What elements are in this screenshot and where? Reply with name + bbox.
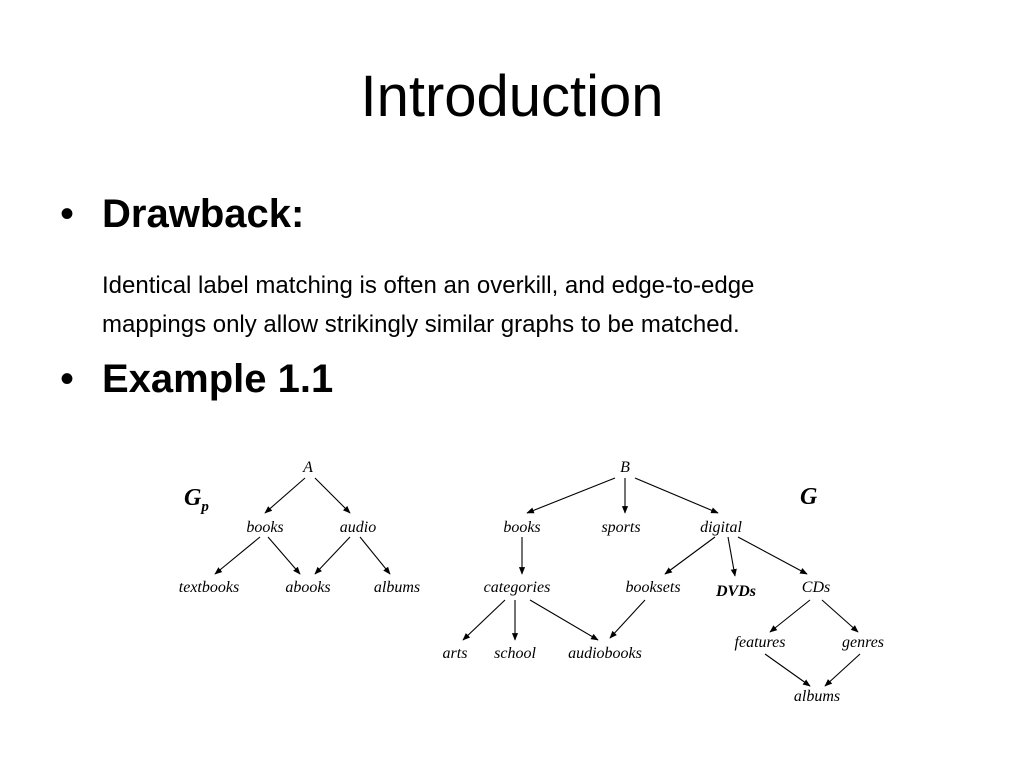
- edge-genres-albums: [824, 653, 861, 687]
- bullet-drawback: • Drawback:: [60, 190, 304, 238]
- node-cds: CDs: [802, 579, 830, 596]
- node-books: books: [246, 519, 283, 536]
- slide-title: Introduction: [360, 64, 664, 129]
- edge-b-digital: [634, 477, 719, 514]
- drawback-line-1: Identical label matching is often an ove…: [102, 272, 755, 299]
- edge-audio-albums: [359, 536, 391, 575]
- node-arts: arts: [443, 645, 468, 662]
- drawback-line-2: mappings only allow strikingly similar g…: [102, 311, 740, 338]
- node-books: books: [503, 519, 540, 536]
- node-audiobooks: audiobooks: [568, 645, 642, 662]
- edge-digital-dvds: [727, 536, 737, 577]
- edge-digital-booksets: [664, 536, 716, 575]
- graph-g: G B books sports digital categories book…: [443, 459, 884, 705]
- node-audio: audio: [340, 519, 376, 536]
- drawback-text: Identical label matching is often an ove…: [102, 266, 902, 344]
- node-features: features: [735, 634, 786, 651]
- node-b: B: [620, 459, 630, 476]
- edge-digital-cds: [737, 536, 808, 575]
- bullet-example: • Example 1.1: [60, 355, 333, 403]
- edge-categories-audiobooks: [529, 599, 599, 641]
- bullet-label: Drawback:: [102, 192, 305, 236]
- node-abooks: abooks: [285, 579, 330, 596]
- node-booksets: booksets: [625, 579, 680, 596]
- node-digital: digital: [700, 519, 742, 536]
- bullet-dot-icon: •: [60, 192, 75, 236]
- edge-features-albums: [764, 653, 811, 687]
- bullet-dot-icon: •: [60, 357, 75, 401]
- edge-cds-genres: [821, 599, 859, 633]
- graph-gp: Gp A books audio textbooks abooks albums: [179, 459, 420, 596]
- edge-audio-abooks: [314, 536, 351, 575]
- node-genres: genres: [842, 634, 884, 651]
- node-dvds: DVDs: [715, 583, 756, 600]
- edge-b-books: [526, 477, 616, 514]
- node-a: A: [302, 459, 313, 476]
- node-albums: albums: [794, 688, 840, 705]
- edge-a-books: [264, 477, 306, 514]
- graph-gp-label: Gp: [184, 485, 209, 515]
- node-textbooks: textbooks: [179, 579, 239, 596]
- graph-g-label: G: [800, 484, 818, 510]
- edge-categories-arts: [462, 599, 506, 641]
- node-albums: albums: [374, 579, 420, 596]
- node-sports: sports: [601, 519, 640, 536]
- node-categories: categories: [484, 579, 551, 596]
- edge-cds-features: [769, 599, 811, 633]
- bullet-label: Example 1.1: [102, 357, 334, 401]
- edge-a-audio: [314, 477, 351, 514]
- node-school: school: [494, 645, 536, 662]
- edge-books-abooks: [267, 536, 301, 575]
- edge-booksets-audiobooks: [609, 599, 646, 639]
- edge-books-textbooks: [214, 536, 261, 575]
